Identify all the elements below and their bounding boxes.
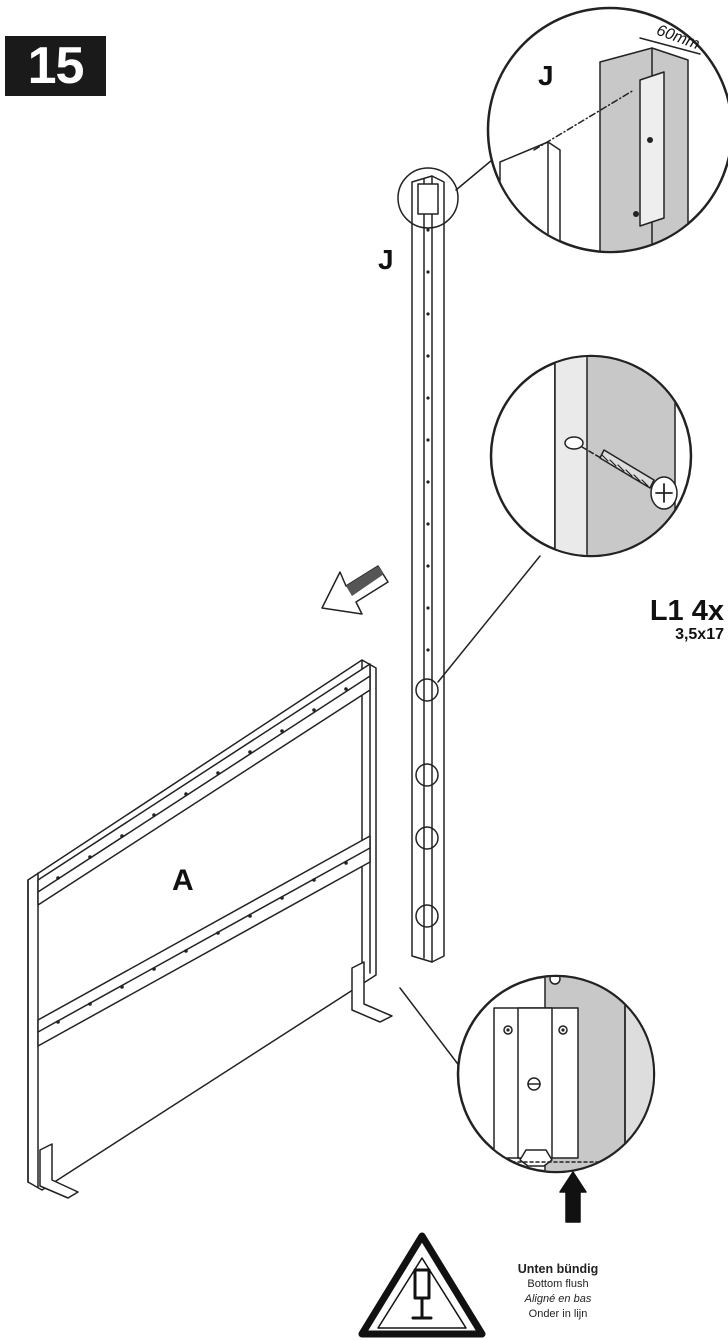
screw-size: 3,5x17 [675,626,724,643]
detail-bottom [456,974,656,1223]
note-nl: Onder in lijn [528,1308,588,1320]
rail-j [397,149,541,1081]
detail-screw [489,354,693,558]
step-number-badge: 15 [5,36,106,96]
screw-quantity: L1 4x 3,5x17 [650,596,724,644]
note-fr: Aligné en bas [524,1293,592,1305]
direction-arrow-icon [321,565,389,615]
push-arrow-icon [559,1171,587,1223]
part-label-j: J [378,244,394,275]
part-label-a: A [172,864,194,897]
note-en: Bottom flush [527,1278,589,1290]
detail-label-j: J [538,60,554,91]
panel-a [27,659,393,1199]
warning-triangle-icon [358,1232,486,1338]
note-de: Unten bündig [517,1262,599,1276]
flush-note: Unten bündig Bottom flush Aligné en bas … [488,1262,628,1322]
screw-code-qty: L1 4x [649,595,724,627]
